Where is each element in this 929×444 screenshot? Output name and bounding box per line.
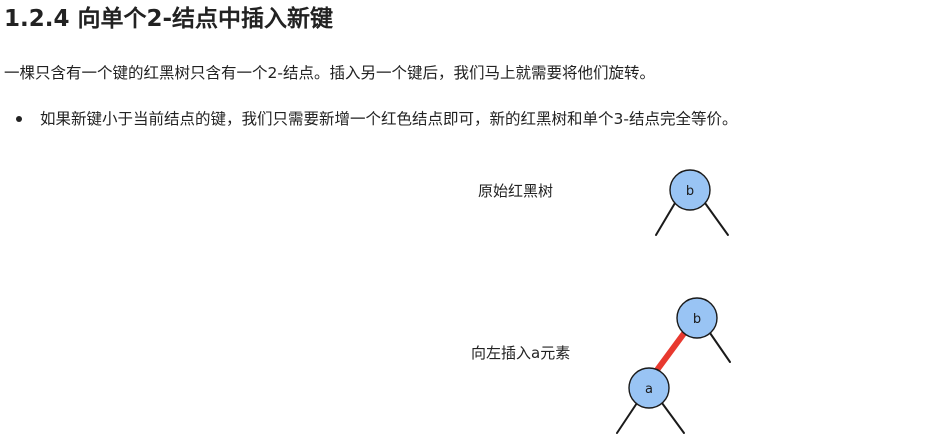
original-tree: b: [655, 169, 729, 236]
inserted-b-right-null-link: [709, 332, 731, 363]
inserted-a-left-null-link: [616, 402, 638, 434]
bullet-item: 如果新键小于当前结点的键，我们只需要新增一个红色结点即可，新的红黑树和单个3-结…: [0, 106, 737, 132]
original-node-b: [669, 169, 711, 211]
inserted-a-right-null-link: [661, 402, 685, 434]
red-link: [654, 329, 688, 373]
insert-tree-label: 向左插入a元素: [471, 344, 571, 362]
bullet-text: 如果新键小于当前结点的键，我们只需要新增一个红色结点即可，新的红黑树和单个3-结…: [40, 110, 738, 128]
inserted-node-b: [676, 297, 718, 339]
original-left-null-link: [655, 202, 676, 236]
inserted-node-a-key: a: [645, 382, 653, 397]
original-node-b-key: b: [686, 184, 694, 199]
bullet-dot-icon: [16, 116, 22, 122]
inserted-node-b-key: b: [693, 312, 701, 327]
intro-paragraph: 一棵只含有一个键的红黑树只含有一个2-结点。插入另一个键后，我们马上就需要将他们…: [4, 64, 655, 82]
inserted-node-a: [628, 367, 670, 409]
original-tree-label: 原始红黑树: [478, 182, 554, 200]
inserted-tree: b a: [616, 297, 731, 434]
section-heading: 1.2.4 向单个2-结点中插入新键: [4, 6, 334, 32]
bullet-list: 如果新键小于当前结点的键，我们只需要新增一个红色结点即可，新的红黑树和单个3-结…: [0, 106, 737, 132]
original-right-null-link: [704, 202, 729, 236]
